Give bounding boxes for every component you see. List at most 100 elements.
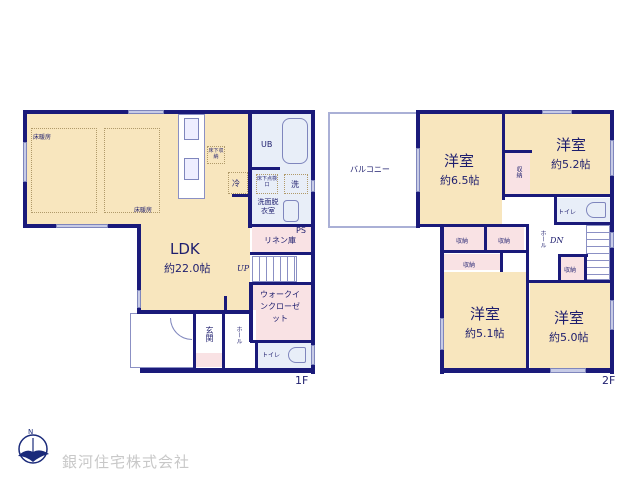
storage-label: 収納 bbox=[564, 267, 577, 274]
stove-icon bbox=[184, 118, 199, 140]
entrance-step bbox=[196, 353, 222, 367]
western-d-name: 洋室 bbox=[554, 309, 585, 327]
wall bbox=[249, 282, 253, 342]
toilet-label-1f: トイレ bbox=[262, 352, 281, 359]
toilet-icon bbox=[586, 202, 606, 218]
wall bbox=[500, 252, 503, 272]
storage-d bbox=[560, 256, 586, 280]
washroom-room bbox=[252, 170, 312, 225]
wall bbox=[528, 280, 614, 283]
wall bbox=[440, 368, 614, 373]
wall bbox=[416, 110, 614, 114]
western-b-size: 約5.2帖 bbox=[551, 158, 591, 171]
window bbox=[311, 180, 315, 192]
western-a-size: 約6.5帖 bbox=[440, 174, 480, 187]
wall bbox=[23, 110, 315, 114]
western-room-a bbox=[418, 112, 502, 225]
washbasin-icon bbox=[283, 200, 299, 222]
inspection-hatch bbox=[256, 174, 278, 194]
ldk-room bbox=[138, 180, 250, 310]
ldk-label: LDK bbox=[170, 240, 200, 258]
wall bbox=[554, 194, 557, 224]
storage-b bbox=[506, 152, 530, 194]
western-d-size: 約5.0帖 bbox=[549, 331, 589, 344]
window bbox=[56, 224, 108, 228]
window bbox=[23, 142, 27, 182]
storage-label: 収納 bbox=[498, 238, 511, 245]
storage-c2 bbox=[486, 226, 524, 250]
wall bbox=[526, 224, 529, 372]
sink-icon bbox=[184, 158, 199, 180]
wall bbox=[558, 254, 561, 282]
balcony bbox=[328, 112, 418, 228]
bathtub-icon bbox=[282, 118, 308, 164]
storage-c1 bbox=[444, 226, 484, 250]
wall bbox=[504, 150, 532, 153]
up-label: UP bbox=[237, 264, 250, 273]
western-c-name: 洋室 bbox=[470, 305, 501, 323]
wall bbox=[250, 340, 313, 343]
window bbox=[550, 368, 586, 373]
window bbox=[311, 345, 315, 365]
window bbox=[128, 110, 164, 114]
balcony-label: バルコニー bbox=[350, 165, 390, 174]
linen-room bbox=[252, 226, 312, 252]
floor-label-1f: 1F bbox=[295, 374, 309, 387]
underfloor-storage-label: 床下収納 bbox=[208, 148, 224, 160]
wic-label: ウォークインクローゼット bbox=[260, 290, 300, 323]
inspection-hatch-label: 床下点検口 bbox=[256, 176, 277, 188]
storage-label: 収納 bbox=[463, 262, 476, 269]
kitchen-counter bbox=[178, 114, 205, 199]
compass-north-label: N bbox=[28, 428, 34, 436]
ldk-size: 約22.0帖 bbox=[164, 262, 211, 275]
wall bbox=[484, 226, 487, 252]
storage-c3 bbox=[444, 254, 500, 270]
washer-space bbox=[284, 174, 308, 194]
floor-heating-label: 床暖房 bbox=[33, 134, 52, 141]
wall bbox=[502, 110, 505, 200]
wall bbox=[558, 254, 588, 257]
wall bbox=[250, 224, 313, 227]
hall-label-2f: ホール bbox=[539, 230, 546, 248]
fridge-space bbox=[228, 172, 248, 194]
floor-heating-area bbox=[31, 128, 97, 213]
western-a-name: 洋室 bbox=[444, 152, 475, 170]
fridge-label: 冷 bbox=[232, 179, 240, 188]
washer-label: 洗 bbox=[291, 180, 299, 189]
staircase-2f bbox=[586, 225, 610, 280]
window bbox=[416, 148, 420, 192]
floor-heating-area bbox=[104, 128, 160, 213]
wic-room bbox=[252, 285, 312, 341]
wall bbox=[137, 224, 141, 314]
wall bbox=[193, 310, 196, 372]
wall bbox=[255, 342, 258, 372]
window bbox=[610, 232, 614, 248]
wall bbox=[224, 296, 227, 312]
entrance-label: 玄関 bbox=[205, 326, 214, 342]
hall-label-1f: ホール bbox=[235, 326, 242, 344]
staircase-1f bbox=[252, 256, 297, 282]
wall bbox=[250, 282, 313, 285]
ps-label: PS bbox=[296, 226, 306, 235]
window bbox=[440, 318, 444, 350]
washroom-label: 洗面脱衣室 bbox=[257, 198, 279, 215]
underfloor-storage bbox=[207, 146, 225, 164]
floor-heating-label: 床暖房 bbox=[134, 207, 153, 214]
compass-icon bbox=[16, 432, 50, 466]
western-room-d bbox=[530, 282, 610, 368]
toilet-label-2f: トイレ bbox=[558, 209, 577, 216]
wall bbox=[311, 110, 315, 374]
linen-label: リネン庫 bbox=[264, 236, 296, 245]
floor-plan-2f: バルコニー 洋室 約6.5帖 洋室 約5.2帖 収納 トイレ ホール DN 収納… bbox=[320, 0, 640, 400]
unit-bath-label: UB bbox=[261, 140, 273, 149]
wall bbox=[250, 167, 280, 170]
western-room-c bbox=[444, 272, 528, 368]
wall bbox=[504, 194, 614, 197]
wall bbox=[554, 222, 614, 225]
wall bbox=[222, 310, 225, 372]
company-name: 銀河住宅株式会社 bbox=[62, 453, 191, 471]
window bbox=[610, 140, 614, 176]
western-b-name: 洋室 bbox=[556, 136, 587, 154]
window bbox=[137, 290, 141, 308]
down-label: DN bbox=[550, 236, 564, 245]
